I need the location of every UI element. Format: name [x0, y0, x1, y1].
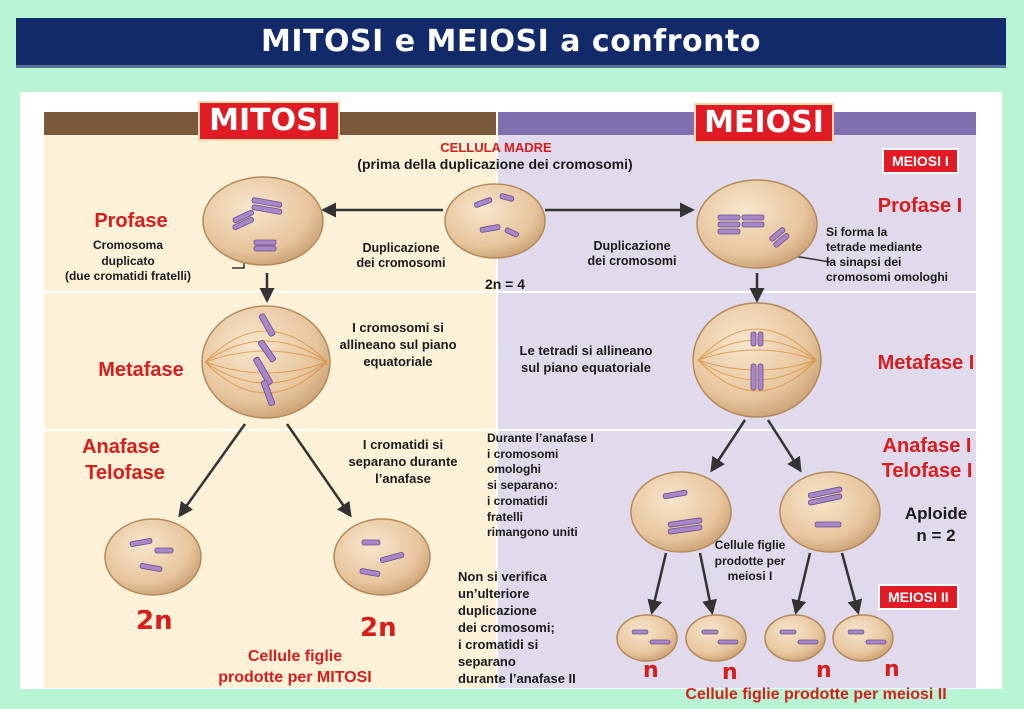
cell-meiosis-ii-1	[616, 614, 678, 662]
arrow-meiosis-left	[710, 419, 747, 473]
mitosis-daughter-right-count: 2n	[360, 613, 397, 643]
cell-mitosis-daughter-left	[104, 518, 202, 596]
cell-mitosis-daughter-right	[333, 518, 431, 596]
arrow-m2-4	[840, 552, 863, 615]
mitosis-telophase-label: Telofase	[85, 462, 165, 484]
meiosis-header: MEIOSI	[694, 103, 834, 143]
meiosis-telophase-label: Telofase I	[881, 460, 973, 482]
meiosis-prophase-label: Profase I	[877, 195, 963, 217]
meiosis-anaphase-label: Anafase I	[882, 435, 972, 457]
meiosis-ii-count-1: n	[643, 658, 659, 683]
page-title: MITOSI e MEIOSI a confronto	[261, 24, 761, 59]
arrow-m2-2	[698, 552, 717, 615]
mitosis-header: MITOSI	[198, 101, 340, 141]
arrow-meiosis-right	[766, 419, 802, 473]
title-bar: MITOSI e MEIOSI a confronto	[16, 18, 1006, 68]
cell-mitosis-prophase	[202, 176, 324, 266]
mitosis-metaphase-label: Metafase	[98, 359, 184, 381]
cell-meiosis-ii-2	[685, 614, 747, 662]
cell-mother	[444, 183, 546, 259]
arrow-m2-1	[647, 552, 668, 615]
meiosis-i-badge: MEIOSI I	[882, 148, 959, 174]
mother-cell-subtitle: (prima della duplicazione dei cromosomi)	[357, 156, 633, 172]
mother-cell-count: 2n = 4	[484, 276, 526, 292]
arrow-mitosis-left	[178, 423, 247, 518]
mitosis-daughter-left-count: 2n	[136, 606, 173, 636]
arrow-mitosis-right	[285, 423, 352, 518]
chromosomes	[129, 193, 887, 645]
cell-meiosis-metaphase	[692, 302, 822, 418]
cell-mitosis-metaphase	[201, 305, 331, 419]
mitosis-prophase-label: Profase	[94, 210, 168, 232]
cell-meiosis-ii-4	[832, 614, 894, 662]
meiosis-ii-count-4: n	[884, 657, 900, 682]
meiosis-ii-badge: MEIOSI II	[878, 584, 959, 610]
mother-cell-title: CELLULA MADRE	[440, 140, 552, 155]
cell-meiosis-ii-3	[764, 614, 826, 662]
cell-meiosis-i-daughter-right	[779, 471, 881, 553]
meiosis-ii-count-3: n	[816, 658, 832, 683]
meiosis-metaphase-label: Metafase I	[877, 352, 975, 374]
meiosis-ii-caption: Cellule figlie prodotte per meiosi II	[685, 686, 947, 703]
mitosis-anaphase-label: Anafase	[82, 436, 160, 458]
cell-meiosis-i-daughter-left	[630, 471, 732, 553]
arrow-m2-3	[791, 552, 812, 615]
arrows	[178, 202, 863, 615]
meiosis-ii-count-2: n	[722, 660, 738, 685]
